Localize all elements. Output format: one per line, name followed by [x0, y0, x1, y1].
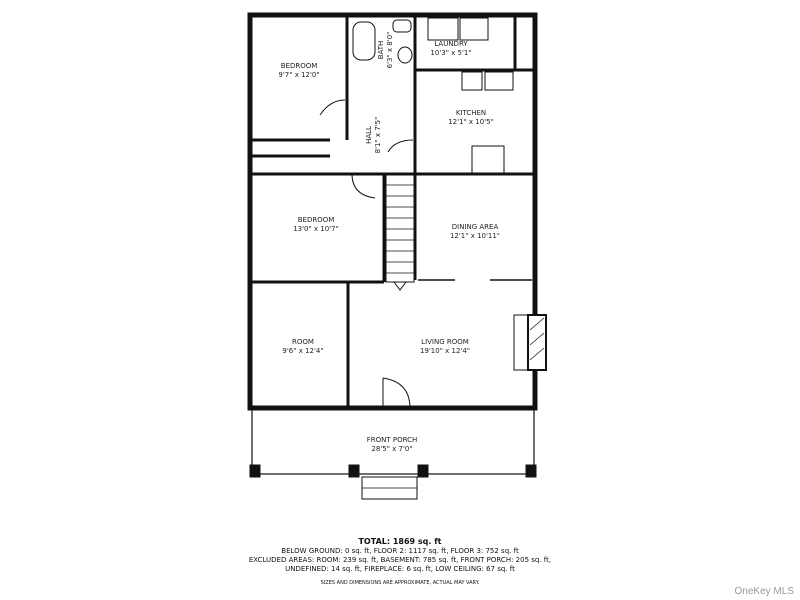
room-size: 19'10" x 12'4" — [419, 347, 471, 355]
excluded-areas: EXCLUDED AREAS: ROOM: 239 sq. ft, BASEME… — [248, 556, 552, 564]
room-label-dining-area: DINING AREA 12'1" x 10'11" — [450, 223, 500, 241]
room-size: 12'1" x 10'11" — [449, 232, 501, 240]
room-label-kitchen: KITCHEN 12'1" x 10'5" — [448, 109, 494, 127]
room-size: 13'0" x 10'7" — [293, 225, 339, 233]
room-size: 9'6" x 12'4" — [282, 347, 324, 355]
room-label-bedroom-1: BEDROOM 9'7" x 12'0" — [278, 62, 319, 80]
room-name: BEDROOM — [297, 216, 335, 224]
room-size: 9'7" x 12'0" — [278, 71, 320, 79]
room-label-front-porch: FRONT PORCH 28'5" x 7'0" — [367, 436, 418, 454]
room-label-living-room: LIVING ROOM 19'10" x 12'4" — [420, 338, 470, 356]
room-label-bath: BATH 6'3" x 8'0" — [377, 32, 395, 69]
excluded-areas-continued: UNDEFINED: 14 sq. ft, FIREPLACE: 6 sq. f… — [285, 565, 515, 573]
floor-breakdown: BELOW GROUND: 0 sq. ft, FLOOR 2: 1117 sq… — [281, 547, 519, 555]
room-name: DINING AREA — [451, 223, 499, 231]
room-name: KITCHEN — [455, 109, 487, 117]
room-label-bedroom-2: BEDROOM 13'0" x 10'7" — [293, 216, 339, 234]
watermark: OneKey MLS — [734, 586, 794, 597]
room-label-room: ROOM 9'6" x 12'4" — [282, 338, 323, 356]
total-area: TOTAL: 1869 sq. ft — [358, 537, 442, 546]
room-size: 28'5" x 7'0" — [371, 445, 413, 453]
room-name: FRONT PORCH — [366, 436, 418, 444]
room-name: LAUNDRY — [434, 40, 468, 48]
room-label-laundry: LAUNDRY 10'3" x 5'1" — [430, 40, 471, 58]
room-name: LIVING ROOM — [421, 338, 469, 346]
room-name: HALL — [365, 126, 373, 144]
room-name: ROOM — [292, 338, 314, 346]
disclaimer: SIZES AND DIMENSIONS ARE APPROXIMATE, AC… — [320, 580, 480, 586]
room-name: BATH — [377, 40, 385, 60]
room-label-hall: HALL 8'1" x 7'5" — [365, 117, 383, 154]
room-size: 10'3" x 5'1" — [430, 49, 472, 57]
room-size: 12'1" x 10'5" — [448, 118, 494, 126]
room-size: 6'3" x 8'0" — [386, 31, 394, 69]
room-size: 8'1" x 7'5" — [374, 116, 382, 154]
room-name: BEDROOM — [280, 62, 318, 70]
